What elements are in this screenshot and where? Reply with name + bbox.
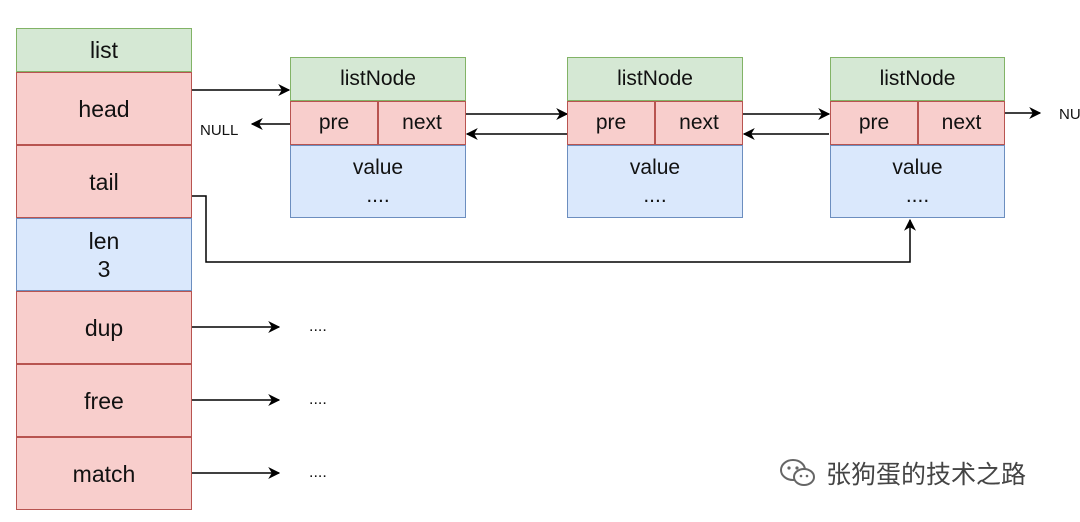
node3-next: next (918, 101, 1005, 145)
node1-pre: pre (290, 101, 378, 145)
list-dup-field: dup (16, 291, 192, 364)
node1-value: value .... (290, 145, 466, 218)
node3-pre: pre (830, 101, 918, 145)
list-free-field: free (16, 364, 192, 437)
match-target-ellipsis: .... (309, 464, 327, 481)
len-label: len (88, 227, 120, 254)
node1-title: listNode (290, 57, 466, 101)
node2-next: next (655, 101, 743, 145)
watermark: 张狗蛋的技术之路 (778, 455, 1026, 491)
node2-title: listNode (567, 57, 743, 101)
node2-pre: pre (567, 101, 655, 145)
node3-value-label: value (892, 155, 943, 179)
list-title: list (16, 28, 192, 72)
list-match-field: match (16, 437, 192, 510)
node2-value: value .... (567, 145, 743, 218)
node1-value-label: value (352, 155, 404, 179)
len-value: 3 (97, 255, 111, 282)
node2-value-label: value (629, 155, 681, 179)
list-tail-field: tail (16, 145, 192, 218)
node3-title: listNode (830, 57, 1005, 101)
node2-value-ellipsis: .... (643, 183, 667, 207)
list-len-field: len 3 (16, 218, 192, 291)
free-target-ellipsis: .... (309, 391, 327, 408)
tail-arrow (192, 195, 916, 263)
node3-value-ellipsis: .... (905, 183, 930, 207)
node3-value: value .... (830, 145, 1005, 218)
null-left-label: NULL (200, 122, 239, 139)
wechat-icon (780, 459, 815, 486)
dup-target-ellipsis: .... (309, 318, 327, 335)
list-head-field: head (16, 72, 192, 145)
node1-next: next (378, 101, 466, 145)
node1-value-ellipsis: .... (366, 183, 390, 207)
null-right-label: NULL (1059, 106, 1080, 123)
watermark-text: 张狗蛋的技术之路 (826, 460, 1027, 489)
